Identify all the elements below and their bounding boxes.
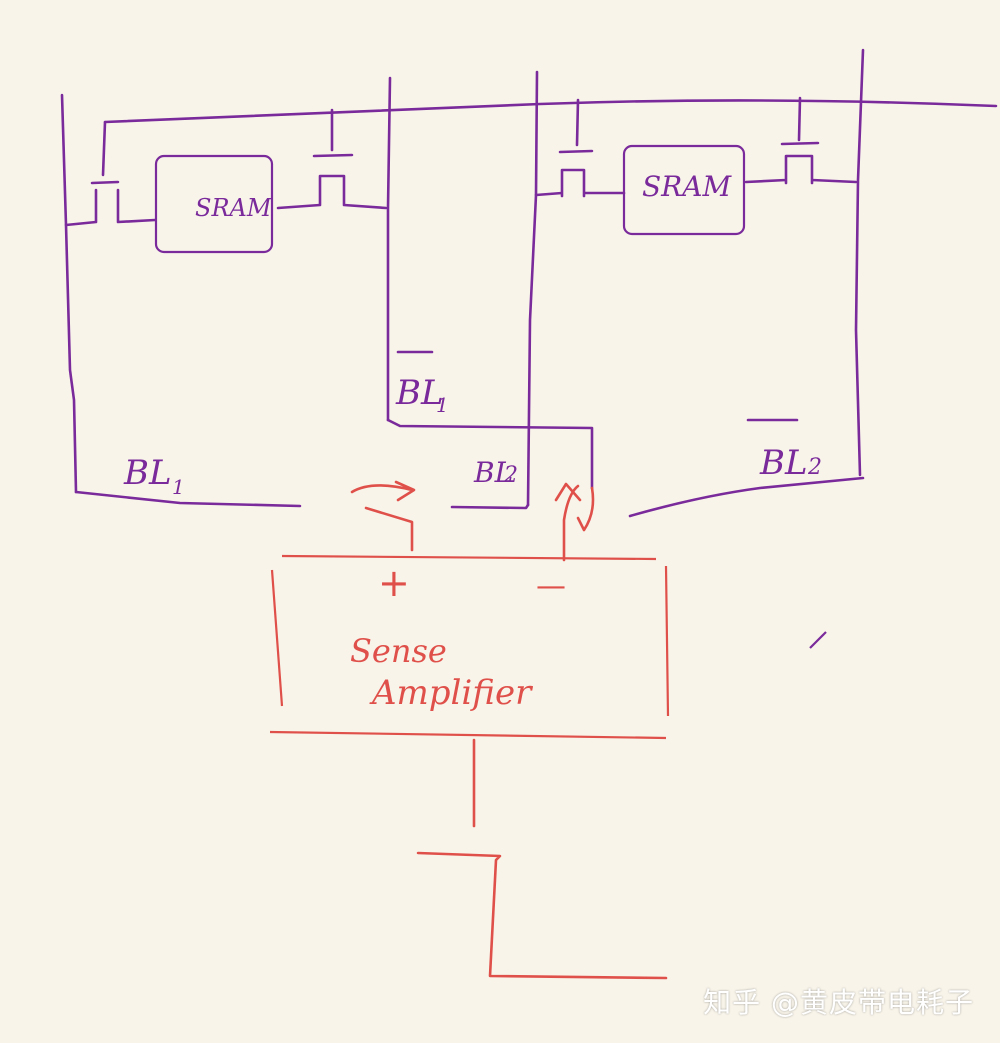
- svg-text:1: 1: [172, 475, 185, 499]
- svg-text:BL: BL: [759, 443, 808, 483]
- bitline-bl1-bar-routing: [386, 418, 594, 490]
- right-sram-label: SRAM: [642, 170, 732, 203]
- right-access-transistor-1: [534, 98, 626, 198]
- bitline-bl1-bar-vertical: [386, 76, 392, 422]
- label-bl2: BL 2: [473, 456, 518, 489]
- label-bl2-bar: BL 2: [746, 418, 822, 483]
- svg-text:2: 2: [807, 455, 822, 480]
- svg-text:2: 2: [503, 463, 518, 488]
- right-access-transistor-2: [744, 96, 858, 185]
- amplifier-label-line2: Amplifier: [369, 673, 533, 713]
- watermark: 知乎 @黄皮带电耗子: [703, 986, 974, 1019]
- arrow-plus-input: [350, 480, 416, 552]
- arrow-minus-input: [554, 482, 595, 562]
- left-access-transistor-1: [64, 120, 157, 227]
- bitline-bl1-vertical: [60, 93, 78, 494]
- bitline-bl2-vertical: [526, 70, 539, 507]
- left-access-transistor-2: [276, 108, 388, 210]
- amplifier-plus-label: +: [378, 561, 410, 605]
- svg-text:BL: BL: [473, 456, 513, 489]
- ground-symbol: [416, 851, 668, 980]
- svg-text:BL: BL: [395, 373, 444, 413]
- left-sram-cell: [154, 154, 274, 254]
- label-bl1: BL 1: [123, 453, 185, 499]
- amplifier-minus-label: —: [536, 569, 566, 604]
- bitline-bl2-bar-vertical: [854, 48, 865, 477]
- bitline-bl2-bar-bottom: [628, 476, 865, 518]
- bitline-bl2-bottom: [450, 503, 530, 510]
- amplifier-label-line1: Sense: [350, 632, 447, 670]
- sense-amplifier-box: [269, 554, 670, 740]
- right-sram-cell: [622, 144, 746, 236]
- stray-mark: [809, 631, 827, 649]
- svg-text:1: 1: [436, 393, 449, 417]
- left-sram-label: SRAM: [195, 194, 273, 222]
- word-line: [103, 99, 998, 124]
- label-bl1-bar: BL 1: [395, 350, 449, 417]
- svg-text:BL: BL: [123, 453, 172, 493]
- bitline-bl1-bottom: [74, 490, 302, 508]
